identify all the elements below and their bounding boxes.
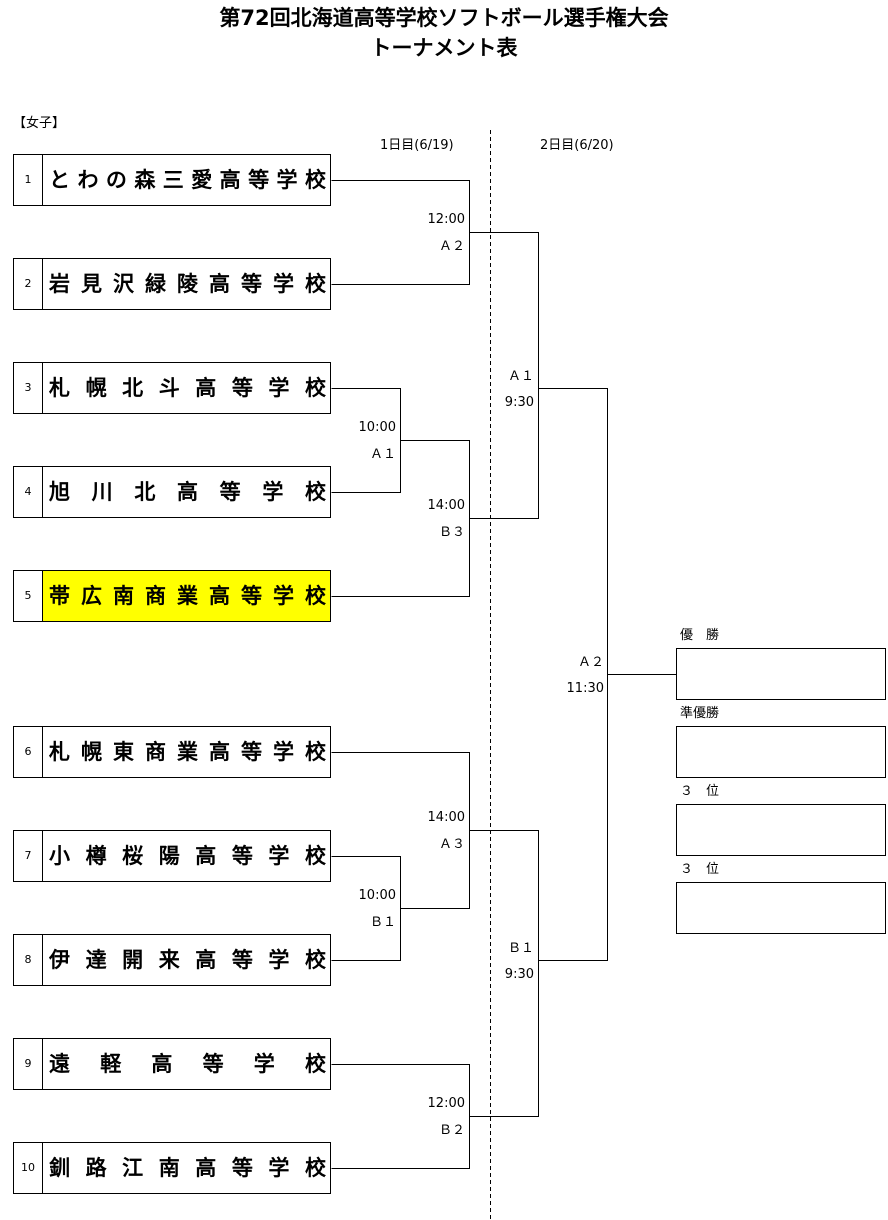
result-label-third: ３ 位 [680,784,720,799]
team-name: 釧路江南高等学校 [49,1156,326,1180]
team-entry-5: 5 帯広南商業高等学校 [13,570,331,622]
match-court: Ａ３ [438,837,465,852]
bracket-line-match-1-2 [331,180,470,285]
match-court: Ａ２ [577,655,604,670]
result-label-runner-up: 準優勝 [680,706,720,721]
page-title: 第72回北海道高等学校ソフトボール選手権大会 [219,6,669,30]
match-time: 11:30 [566,681,604,696]
bracket-line-semifinal-a [469,232,539,519]
day2-label: 2日目(6/20) [540,138,614,153]
team-entry-2: 2 岩見沢緑陵高等学校 [13,258,331,310]
match-time: 12:00 [427,1096,465,1111]
day1-label: 1日目(6/19) [380,138,454,153]
seed-number: 2 [14,259,43,309]
seed-number: 6 [14,727,43,777]
result-label-champion: 優 勝 [680,628,720,643]
match-time: 9:30 [504,967,534,982]
team-name: 遠軽高等学校 [49,1052,326,1076]
bracket-line-semifinal-b [469,830,539,1117]
page-subtitle: トーナメント表 [370,36,518,60]
team-name: 旭川北高等学校 [49,480,326,504]
match-court: Ｂ１ [507,941,534,956]
team-entry-7: 7 小樽桜陽高等学校 [13,830,331,882]
match-court: Ｂ１ [369,915,396,930]
match-court: Ａ１ [507,369,534,384]
team-name: 岩見沢緑陵高等学校 [49,272,326,296]
match-court: Ｂ２ [438,1123,465,1138]
team-entry-6: 6 札幌東商業高等学校 [13,726,331,778]
team-name: 札幌北斗高等学校 [49,376,326,400]
match-court: Ａ２ [438,239,465,254]
team-entry-10: 10 釧路江南高等学校 [13,1142,331,1194]
team-entry-3: 3 札幌北斗高等学校 [13,362,331,414]
match-time: 14:00 [427,810,465,825]
seed-number: 7 [14,831,43,881]
match-time: 9:30 [504,395,534,410]
seed-number: 10 [14,1143,43,1193]
match-time: 10:00 [358,420,396,435]
team-entry-4: 4 旭川北高等学校 [13,466,331,518]
bracket-line-final [538,388,608,961]
seed-number: 1 [14,155,43,205]
result-box-runner-up [676,726,886,778]
seed-number: 4 [14,467,43,517]
team-name: とわの森三愛高等学校 [49,168,326,192]
bracket-line-match-9-10 [331,1064,470,1169]
match-time: 10:00 [358,888,396,903]
seed-number: 5 [14,571,43,621]
seed-number: 8 [14,935,43,985]
result-box-third [676,882,886,934]
match-time: 14:00 [427,498,465,513]
team-name: 小樽桜陽高等学校 [49,844,326,868]
bracket-line-match-7-8 [331,856,401,961]
result-label-third: ３ 位 [680,862,720,877]
seed-number: 3 [14,363,43,413]
team-name: 札幌東商業高等学校 [49,740,326,764]
team-entry-9: 9 遠軽高等学校 [13,1038,331,1090]
result-box-champion [676,648,886,700]
division-label: 【女子】 [13,116,66,131]
match-court: Ｂ３ [438,525,465,540]
bracket-line-match-3-4 [331,388,401,493]
match-court: Ａ１ [369,447,396,462]
team-entry-1: 1 とわの森三愛高等学校 [13,154,331,206]
team-name: 帯広南商業高等学校 [43,571,330,621]
team-name: 伊達開来高等学校 [49,948,326,972]
result-box-third [676,804,886,856]
team-entry-8: 8 伊達開来高等学校 [13,934,331,986]
seed-number: 9 [14,1039,43,1089]
match-time: 12:00 [427,212,465,227]
